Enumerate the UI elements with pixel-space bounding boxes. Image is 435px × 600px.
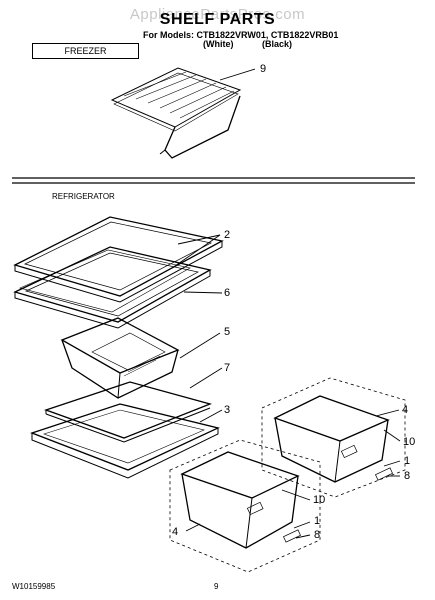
color-white-label: (White) <box>203 39 234 49</box>
crisper-pan-upper <box>60 317 180 399</box>
page-title: SHELF PARTS <box>159 11 276 28</box>
crisper-drawer-right <box>261 377 406 498</box>
callout-1-right: 1 <box>404 455 411 467</box>
color-black-label: (Black) <box>262 39 293 49</box>
glass-shelf-lower <box>13 246 212 329</box>
callout-10-left: 10 <box>313 494 326 506</box>
callout-4-right: 4 <box>402 404 409 416</box>
page-number: 9 <box>214 582 219 591</box>
refrigerator-section-label: REFRIGERATOR <box>52 192 115 201</box>
callout-leaders <box>171 68 401 539</box>
callout-4-left: 4 <box>172 526 179 538</box>
shelf-frame <box>19 249 191 313</box>
callout-1-left: 1 <box>314 515 321 527</box>
watermark: AppliancePartsPros.com <box>129 6 306 23</box>
callout-2: 2 <box>224 229 231 241</box>
callout-10-right: 10 <box>403 436 416 448</box>
callout-7: 7 <box>224 362 231 374</box>
callout-8-right: 8 <box>404 470 411 482</box>
freezer-wire-shelf <box>110 67 242 159</box>
crisper-cover-frame <box>30 403 220 479</box>
callout-9: 9 <box>260 63 267 75</box>
callout-5: 5 <box>224 326 231 338</box>
document-number: W10159985 <box>12 582 56 591</box>
glass-shelf-upper <box>13 216 224 303</box>
models-line: For Models: CTB1822VRW01, CTB1822VRB01 <box>143 30 339 40</box>
freezer-section-label: FREEZER <box>32 43 139 59</box>
crisper-drawer-left <box>169 439 321 573</box>
callout-8-left: 8 <box>314 529 321 541</box>
callout-3: 3 <box>224 404 231 416</box>
callout-6: 6 <box>224 287 231 299</box>
